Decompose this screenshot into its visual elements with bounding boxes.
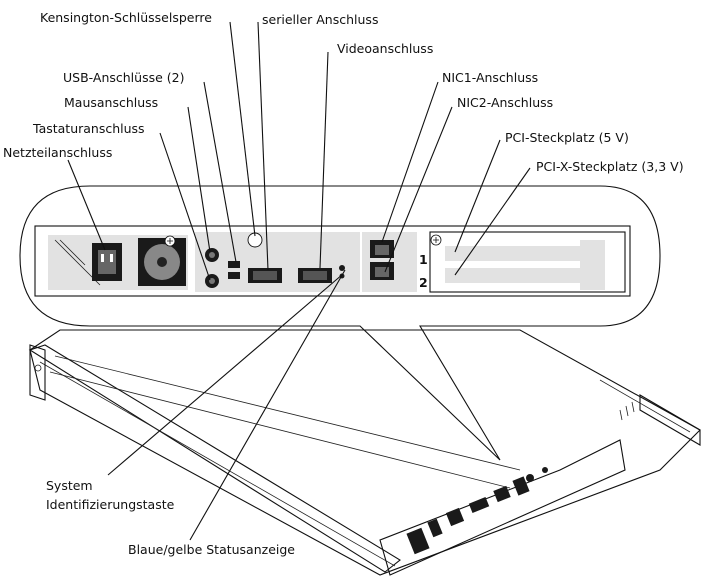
slot-number-1: 1 <box>419 252 428 267</box>
label-nic1: NIC1-Anschluss <box>442 70 538 85</box>
label-kensington: Kensington-Schlüsselsperre <box>40 10 212 25</box>
pcix-slot <box>445 268 580 283</box>
label-video: Videoanschluss <box>337 41 433 56</box>
label-nic2: NIC2-Anschluss <box>457 95 553 110</box>
rear-panel: 1 2 <box>35 226 630 296</box>
fan-vent <box>138 236 186 286</box>
zoom-bubble <box>20 186 660 460</box>
slot-number-2: 2 <box>419 275 428 290</box>
label-pci: PCI-Steckplatz (5 V) <box>505 130 629 145</box>
label-system-id-line2: Identifizierungstaste <box>46 497 175 512</box>
label-mouse: Mausanschluss <box>64 95 158 110</box>
label-status-led: Blaue/gelbe Statusanzeige <box>128 542 295 557</box>
usb-port <box>228 261 240 268</box>
power-inlet <box>92 243 122 281</box>
label-serial: serieller Anschluss <box>262 12 378 27</box>
status-led <box>339 265 345 271</box>
label-system-id-line1: System <box>46 478 93 493</box>
pci-slot <box>445 246 580 261</box>
label-pcix: PCI-X-Steckplatz (3,3 V) <box>536 159 684 174</box>
server-chassis <box>30 330 700 575</box>
label-usb: USB-Anschlüsse (2) <box>63 70 184 85</box>
usb-port <box>228 272 240 279</box>
label-keyboard: Tastaturanschluss <box>32 121 145 136</box>
label-power: Netzteilanschluss <box>3 145 112 160</box>
